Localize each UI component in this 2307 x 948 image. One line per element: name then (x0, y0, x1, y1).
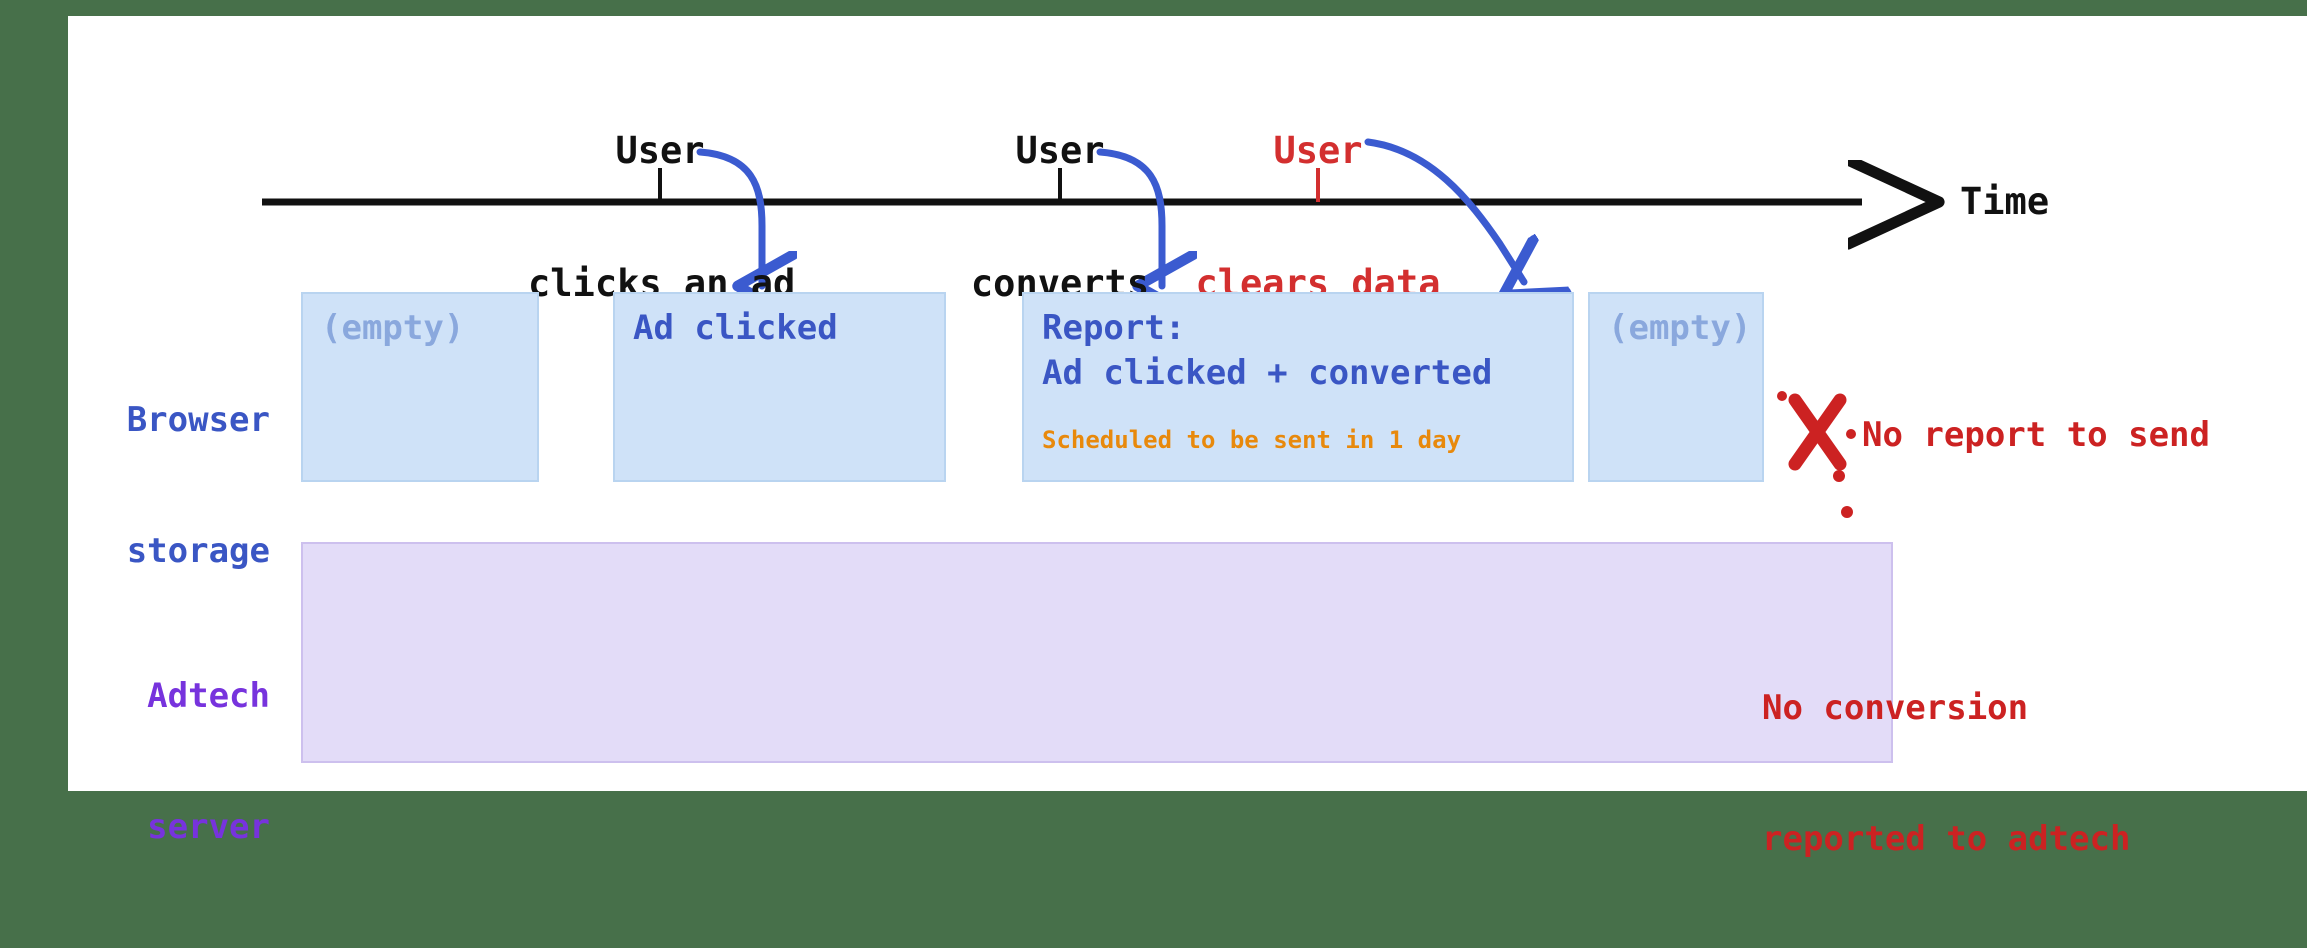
storage-box-initial-text: (empty) (321, 308, 465, 348)
adtech-server-box (301, 542, 1893, 763)
storage-box-ad-clicked: Ad clicked (613, 292, 946, 482)
diagram-canvas: User clicks an ad User converts User cle… (68, 16, 2307, 859)
time-axis-label: Time (1960, 180, 2050, 223)
annotation-no-conversion-line1: No conversion (1762, 688, 2029, 729)
event-clear-line1: User (1273, 128, 1363, 172)
row-browser-line2: storage (126, 530, 270, 571)
row-adtech-line1: Adtech (147, 676, 270, 717)
event-convert-line1: User (1015, 128, 1105, 172)
row-label-adtech-server: Adtech server (80, 588, 270, 936)
storage-box-report: Report: Ad clicked + converted Scheduled… (1022, 292, 1574, 482)
event-click-line1: User (615, 128, 705, 172)
storage-box-ad-clicked-text: Ad clicked (633, 308, 838, 348)
annotation-no-report-to-send: No report to send (1862, 415, 2210, 455)
annotation-no-conversion-line2: reported to adtech (1762, 818, 2131, 859)
storage-box-report-text: Report: Ad clicked + converted (1042, 308, 1493, 393)
storage-box-cleared-text: (empty) (1608, 308, 1752, 348)
row-browser-line1: Browser (126, 400, 270, 441)
storage-box-report-schedule: Scheduled to be sent in 1 day (1042, 426, 1462, 454)
row-adtech-line2: server (147, 806, 270, 847)
storage-box-cleared: (empty) (1588, 292, 1764, 482)
annotation-no-conversion-reported: No conversion reported to adtech (1762, 600, 2130, 948)
storage-box-initial: (empty) (301, 292, 539, 482)
row-label-browser-storage: Browser storage (80, 312, 270, 660)
